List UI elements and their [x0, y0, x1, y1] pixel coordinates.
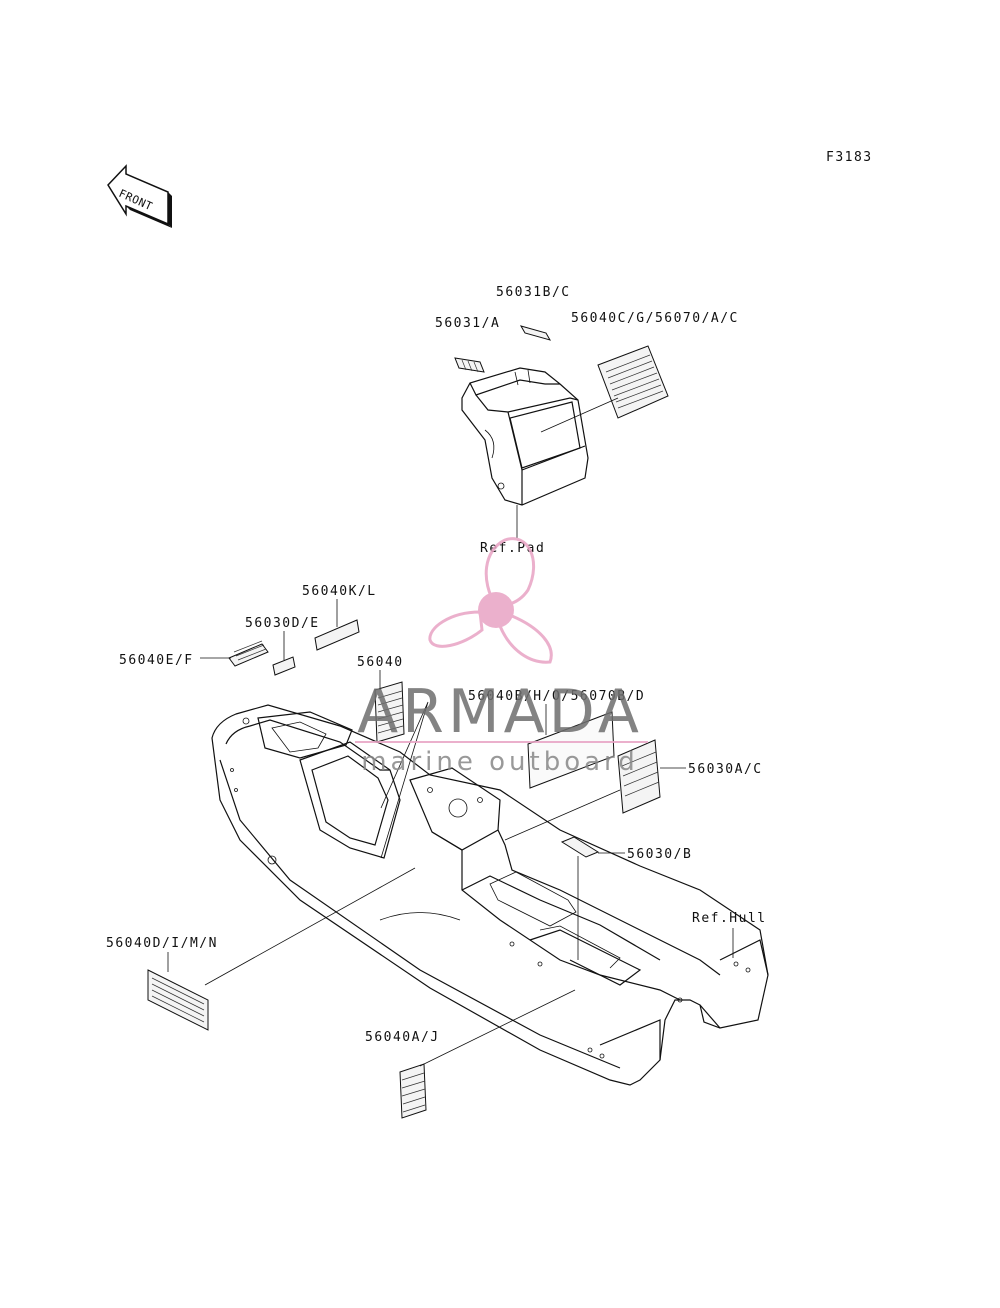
- hull-assembly: [211, 704, 769, 1086]
- watermark-tagline: marine outboard: [361, 747, 639, 777]
- label-56040c: 56040C/G/56070/A/C: [571, 311, 739, 326]
- sticker-56040ef: [228, 643, 269, 667]
- front-arrow-icon: FRONT: [107, 164, 172, 228]
- watermark-brand: ARMADA: [357, 677, 643, 747]
- label-56040bh: 56040B/H/O/56070B/D: [468, 689, 645, 704]
- figure-code: F3183: [826, 150, 873, 165]
- sticker-56040aj: [399, 1063, 427, 1119]
- label-56040aj: 56040A/J: [365, 1030, 440, 1045]
- label-56040ef: 56040E/F: [119, 653, 194, 668]
- sticker-56040bh: [527, 711, 615, 789]
- label-56030b: 56030/B: [627, 847, 692, 862]
- armada-watermark: ARMADA marine outboard: [355, 537, 648, 777]
- label-56040: 56040: [357, 655, 404, 670]
- sticker-56030b: [560, 836, 600, 858]
- propeller-logo-icon: [428, 537, 553, 664]
- sticker-56030de: [272, 656, 296, 676]
- label-56040kl: 56040K/L: [302, 584, 377, 599]
- label-56040dimn: 56040D/I/M/N: [106, 936, 218, 951]
- sticker-56031bc: [519, 325, 552, 341]
- sticker-56040dimn: [147, 969, 209, 1031]
- label-56030de: 56030D/E: [245, 616, 320, 631]
- label-56031a: 56031/A: [435, 316, 500, 331]
- label-ref-hull: Ref.Hull: [692, 911, 767, 926]
- label-56031bc: 56031B/C: [496, 285, 571, 300]
- sticker-56040kl: [314, 619, 360, 651]
- label-56030ac: 56030A/C: [688, 762, 763, 777]
- pad-assembly: [454, 325, 669, 538]
